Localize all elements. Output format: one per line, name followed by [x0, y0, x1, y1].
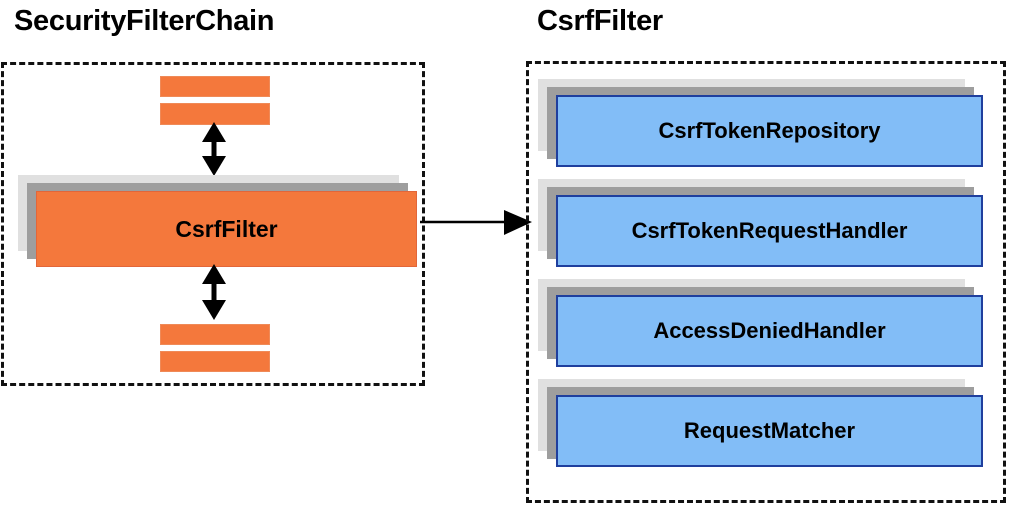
card-face: RequestMatcher — [556, 395, 983, 467]
csrffilter-detail-container — [526, 61, 1006, 503]
right-panel-title: CsrfFilter — [537, 5, 663, 37]
card-face: CsrfTokenRequestHandler — [556, 195, 983, 267]
security-filter-chain-container — [1, 62, 425, 386]
filter-strip-below-2 — [160, 351, 270, 372]
csrffilter-label: CsrfFilter — [175, 215, 278, 242]
csrffilter-component-card[interactable]: CsrfFilter — [18, 175, 417, 267]
component-card-access-denied-handler[interactable]: AccessDeniedHandler — [538, 279, 983, 367]
filter-strip-above-1 — [160, 76, 270, 97]
arrow-chain-above-csrffilter — [202, 122, 226, 176]
left-panel-title: SecurityFilterChain — [14, 5, 275, 37]
component-card-csrf-token-request-handler[interactable]: CsrfTokenRequestHandler — [538, 179, 983, 267]
arrow-chain-below-csrffilter — [202, 264, 226, 320]
card-face: AccessDeniedHandler — [556, 295, 983, 367]
arrow-csrffilter-to-detail — [420, 210, 532, 235]
component-label: AccessDeniedHandler — [653, 318, 886, 343]
component-label: CsrfTokenRepository — [658, 118, 881, 143]
component-card-request-matcher[interactable]: RequestMatcher — [538, 379, 983, 467]
component-label: RequestMatcher — [683, 418, 856, 443]
component-label: CsrfTokenRequestHandler — [631, 218, 908, 243]
card-face: CsrfTokenRepository — [556, 95, 983, 167]
card-face: CsrfFilter — [36, 191, 417, 267]
filter-strip-below-1 — [160, 324, 270, 345]
component-card-csrf-token-repository[interactable]: CsrfTokenRepository — [538, 79, 983, 167]
